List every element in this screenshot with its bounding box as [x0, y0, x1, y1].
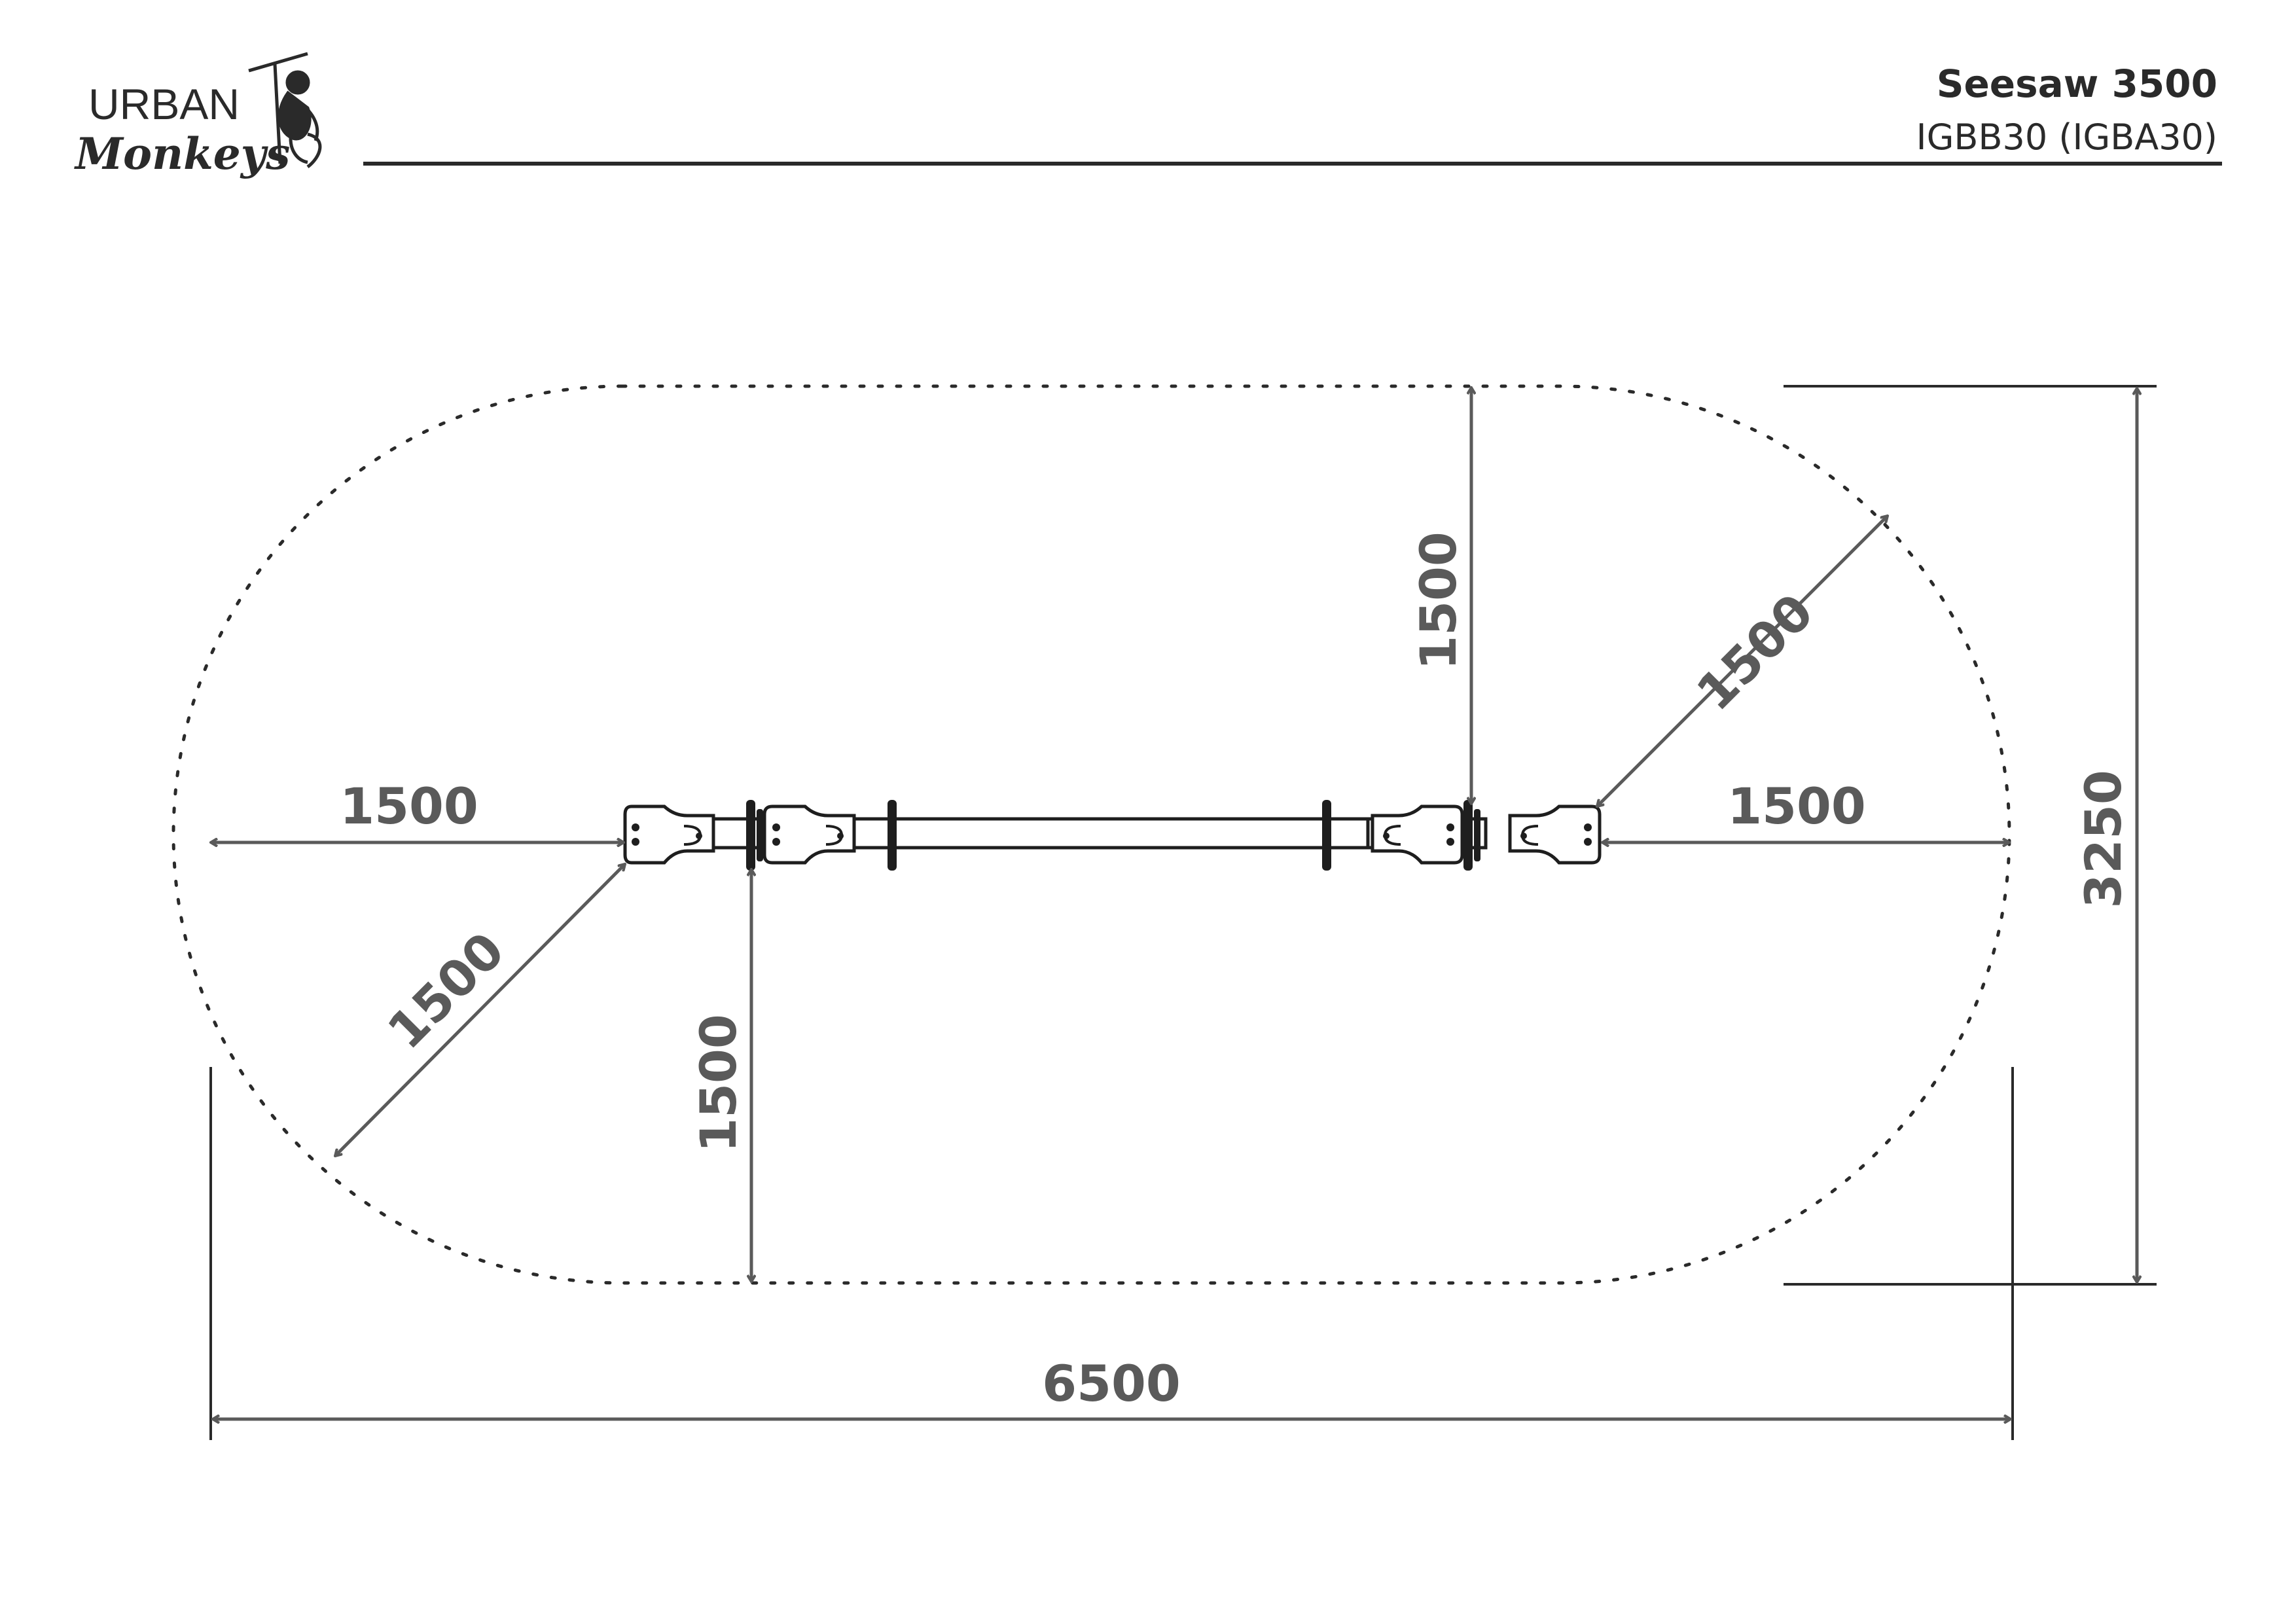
seat-right-outer — [1508, 804, 1602, 865]
product-title: Seesaw 3500 — [1937, 62, 2217, 106]
safety-zone-outline — [171, 384, 2011, 1285]
handle-bar — [1463, 800, 1473, 871]
seesaw-beam — [764, 817, 1370, 850]
monkey-on-bar-icon — [248, 52, 322, 168]
handle-bar — [1474, 809, 1480, 861]
handle-bar — [757, 809, 763, 861]
handle-bar — [746, 800, 755, 871]
seat-bolt — [1383, 833, 1390, 839]
seat-left-outer — [623, 804, 715, 865]
seat-bolt — [772, 838, 780, 846]
dim-label-bottom-clearance: 1500 — [689, 1014, 747, 1153]
dim-line-left-diagonal — [335, 864, 625, 1156]
seat-bolt — [772, 823, 780, 831]
seat-bolt — [1446, 823, 1454, 831]
seat-bolt — [1520, 833, 1527, 839]
seat-left-inner — [762, 804, 856, 865]
dim-label-right-diagonal: 1500 — [1685, 583, 1825, 722]
seat-bolt — [1584, 823, 1592, 831]
seesaw-plan — [623, 800, 1602, 871]
dim-label-overall-depth: 3250 — [2074, 770, 2132, 909]
brand-name-line1: URBAN — [88, 80, 240, 128]
brand-logo: URBAN Monkeys — [74, 52, 322, 179]
seat-bolt — [632, 838, 639, 846]
brand-name-line2: Monkeys — [74, 128, 290, 179]
seat-bolt — [1446, 838, 1454, 846]
product-code: IGBB30 (IGBA30) — [1916, 117, 2217, 158]
dim-label-top-clearance: 1500 — [1409, 532, 1467, 670]
dim-label-left-clearance: 1500 — [340, 777, 478, 835]
seat-bolt — [632, 823, 639, 831]
dim-label-left-diagonal: 1500 — [376, 921, 516, 1060]
seat-bolt — [696, 833, 702, 839]
handle-bar — [888, 800, 897, 871]
seat-right-inner — [1371, 804, 1464, 865]
dim-line-right-diagonal — [1597, 516, 1888, 806]
handle-bar — [1322, 800, 1331, 871]
seat-bolt — [1584, 838, 1592, 846]
dim-label-right-clearance: 1500 — [1727, 777, 1866, 835]
seat-bolt — [837, 833, 844, 839]
dim-label-overall-width: 6500 — [1042, 1354, 1181, 1413]
